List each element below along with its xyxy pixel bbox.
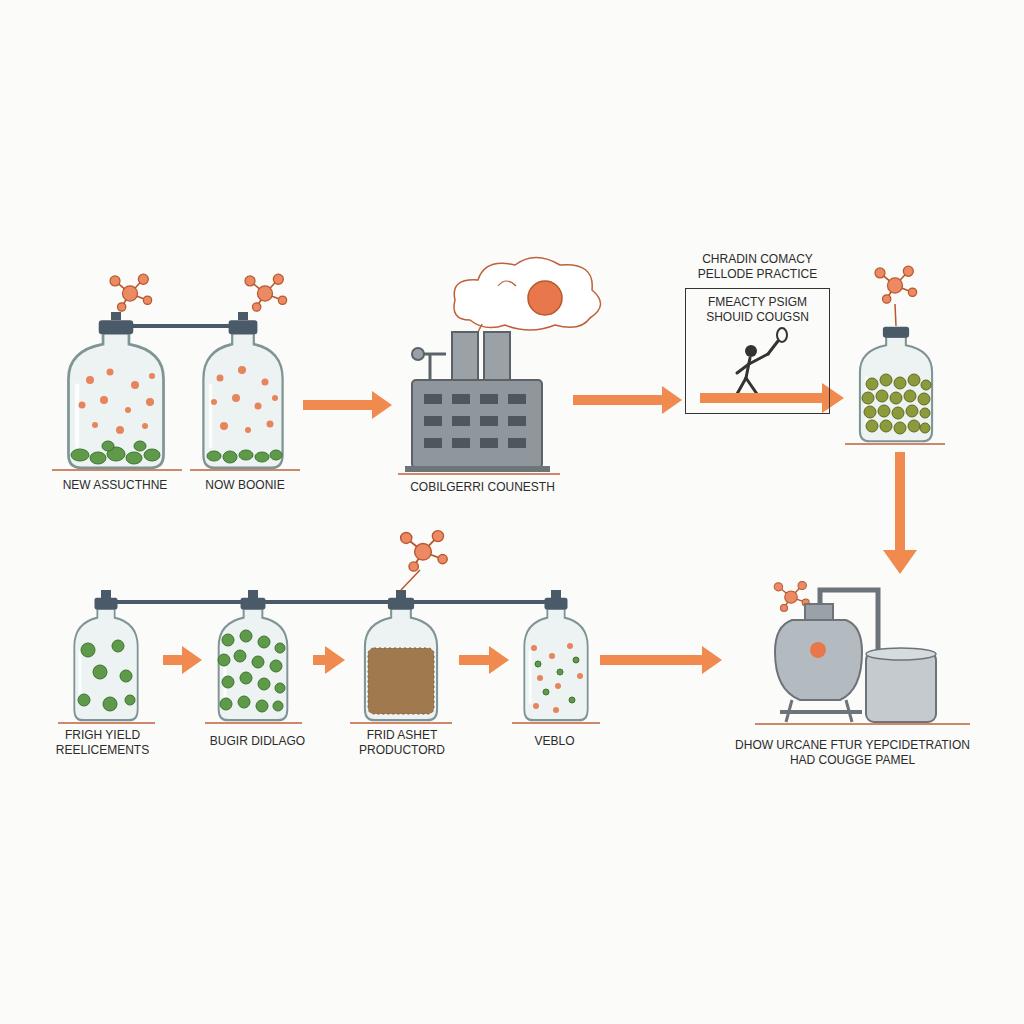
arrow-head <box>372 391 392 419</box>
panel-text: FMEACTY PSIGM SHOUID COUGSN <box>692 295 823 325</box>
arrow-shaft <box>600 655 704 665</box>
apparatus-node: NOW BOONIE <box>190 320 300 493</box>
flow-arrow <box>600 646 722 674</box>
arrow-shaft <box>313 655 327 665</box>
arrow-shaft <box>573 395 664 405</box>
flow-arrow <box>303 391 392 419</box>
item-label: NEW ASSUCTHNE <box>50 478 180 493</box>
arrow-shaft <box>163 655 184 665</box>
item-label: NOW BOONIE <box>190 478 300 493</box>
flow-arrow <box>573 386 682 414</box>
item-label: VEBLO <box>512 734 597 749</box>
arrow-shaft <box>303 400 374 410</box>
flow-arrow <box>163 646 202 674</box>
flow-arrow <box>459 646 509 674</box>
apparatus-node: NEW ASSUCTHNE <box>50 320 180 493</box>
apparatus-node: FRIGH YIELD REELICEMENTS <box>45 588 160 758</box>
panel-heading: CHRADIN COMACY PELLODE PRACTICE <box>685 252 830 282</box>
apparatus-node: BUGIR DIDLAGO <box>205 588 310 749</box>
flow-arrow <box>313 646 345 674</box>
item-label: BUGIR DIDLAGO <box>205 734 310 749</box>
apparatus-node: COBILGERRI COUNESTH <box>395 318 570 495</box>
arrow-head <box>702 646 722 674</box>
arrow-head <box>182 646 202 674</box>
arrow-head <box>662 386 682 414</box>
item-label: FRIGH YIELD REELICEMENTS <box>45 728 160 758</box>
apparatus-node: DHOW URCANE FTUR YEPCIDETRATION HAD COUG… <box>725 580 980 768</box>
apparatus-node: VEBLO <box>512 588 597 749</box>
panel-frame: FMEACTY PSIGM SHOUID COUGSN <box>685 288 830 414</box>
panel-node: CHRADIN COMACY PELLODE PRACTICE FMEACTY P… <box>685 252 830 414</box>
item-label: DHOW URCANE FTUR YEPCIDETRATION HAD COUG… <box>725 738 980 768</box>
item-label: COBILGERRI COUNESTH <box>395 480 570 495</box>
item-label: FRID ASHET PRODUCTORD <box>348 728 456 758</box>
arrow-head <box>489 646 509 674</box>
arrow-shaft <box>459 655 491 665</box>
apparatus-node: FRID ASHET PRODUCTORD <box>348 588 456 758</box>
arrow-head <box>325 646 345 674</box>
